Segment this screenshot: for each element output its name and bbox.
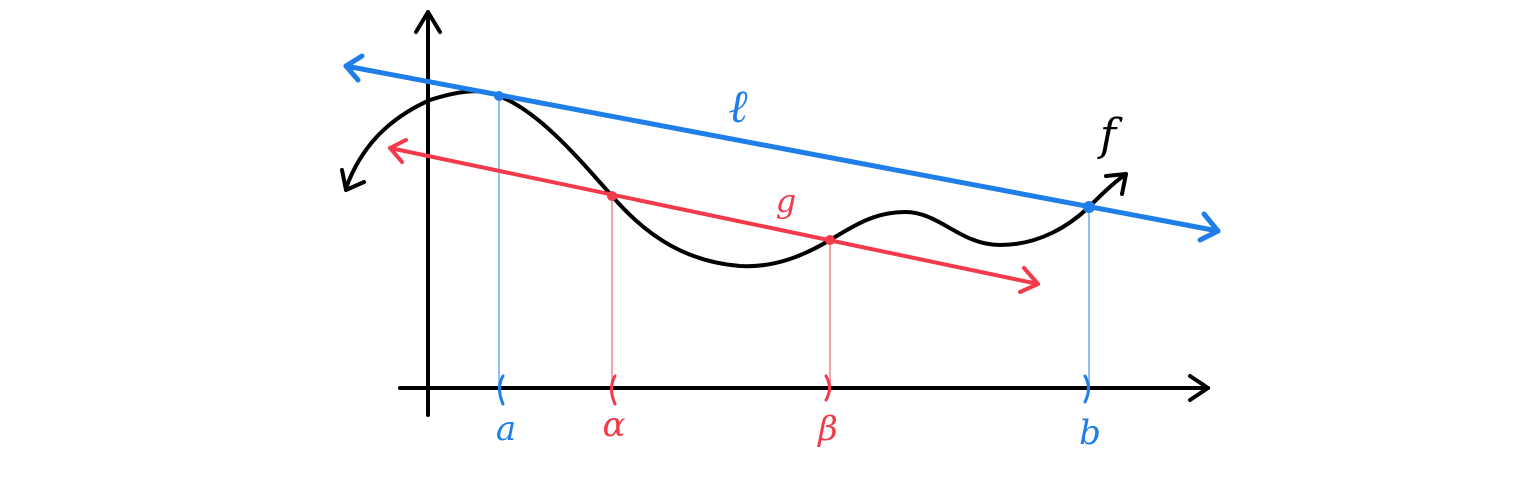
bracket-b: [1083, 374, 1090, 404]
x-axis-arrowhead: [1188, 374, 1210, 402]
point-a-intersection: [494, 91, 504, 101]
label-line-g: g: [776, 182, 796, 220]
y-axis-arrowhead: [414, 10, 442, 34]
line-g: [388, 146, 1040, 286]
line-g-left-arrowhead: [388, 138, 408, 164]
curve-right-arrowhead: [1104, 172, 1128, 196]
bracket-a: [498, 374, 505, 406]
label-f: f: [1097, 110, 1123, 161]
guides: [498, 96, 1090, 388]
line-l-left-arrowhead: [343, 53, 365, 83]
label-line-l: ℓ: [728, 79, 748, 133]
curve-left-arrowhead: [340, 168, 366, 192]
line-l-right-arrowhead: [1197, 211, 1221, 243]
point-beta-intersection: [825, 235, 835, 245]
point-alpha-intersection: [607, 191, 617, 201]
label-alpha: α: [603, 405, 626, 445]
line-g-right-arrowhead: [1018, 266, 1040, 294]
line-l: [343, 63, 1221, 234]
bracket-alpha: [610, 374, 617, 406]
interval-brackets: [498, 374, 1090, 406]
bracket-beta: [824, 374, 831, 402]
axes: [398, 10, 1210, 417]
label-a: a: [496, 409, 516, 449]
label-beta: β: [816, 409, 838, 449]
label-b: b: [1079, 413, 1101, 453]
function-curve-f: [344, 89, 1128, 269]
point-b-intersection: [1083, 201, 1095, 213]
